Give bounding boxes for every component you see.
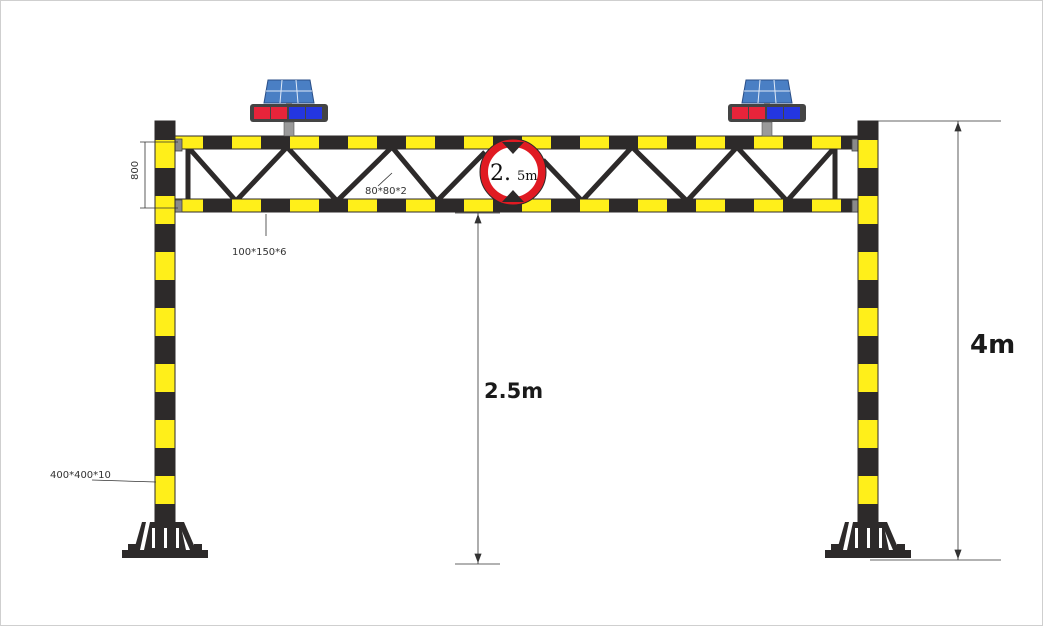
leader-truss (377, 172, 393, 187)
label-column-section: 400*400*10 (50, 470, 111, 481)
label-truss-section: 80*80*2 (365, 186, 407, 197)
label-total-height: 4m (970, 330, 1015, 360)
right-base (825, 522, 911, 558)
left-column (154, 120, 176, 524)
sign-sub-text: 5m (517, 169, 538, 184)
label-beam-section: 100*150*6 (232, 247, 287, 258)
right-column (857, 120, 879, 524)
bottom-arrow-icon (502, 190, 524, 202)
dimension-truss-height (140, 141, 178, 209)
dimension-clearance (455, 212, 500, 565)
solar-warning-lamp-right (728, 79, 806, 137)
leader-column (91, 479, 157, 483)
height-limit-sign: 2. 5m (479, 138, 547, 206)
label-clearance: 2.5m (484, 379, 543, 403)
top-arrow-icon (502, 142, 524, 154)
solar-warning-lamp-left (250, 79, 328, 137)
dimension-total-height (870, 120, 1001, 561)
sign-main-text: 2. (490, 161, 511, 186)
label-800: 800 (130, 161, 141, 180)
left-base (122, 522, 208, 558)
